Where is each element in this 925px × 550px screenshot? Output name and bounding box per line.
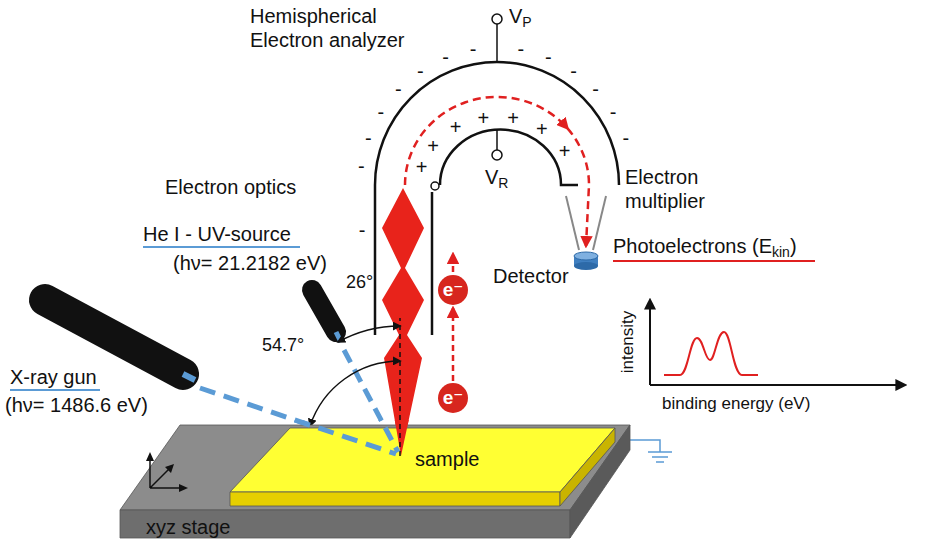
source-name: X-ray gun (10, 365, 97, 389)
charge-sign: - (517, 37, 524, 61)
voltage-label: VP (509, 4, 532, 30)
photon-energy: (hν= 21.2182 eV) (173, 251, 327, 275)
multiplier-cone (593, 196, 606, 250)
charge-sign: + (536, 117, 548, 141)
angle-value: 26° (346, 272, 373, 294)
axis-line (150, 458, 182, 488)
slab-face (230, 428, 615, 492)
underline (10, 389, 100, 391)
sample-shape (225, 426, 625, 516)
photon-energy: (hν= 1486.6 eV) (5, 393, 148, 417)
surface-normal (399, 318, 401, 456)
electron-path (568, 128, 590, 246)
vp-wire (496, 24, 498, 62)
x-axis (650, 384, 905, 386)
slab-face (560, 428, 615, 506)
electron-symbol: e⁻ (443, 387, 464, 409)
slab-face (230, 492, 560, 506)
axis-head (146, 452, 188, 492)
source-name: He I - UV-source (143, 222, 291, 246)
charge-sign: - (395, 77, 402, 101)
angle-arc (338, 326, 400, 342)
charge-sign: - (592, 77, 599, 101)
underline (613, 260, 815, 262)
x-ray-beam (225, 426, 396, 454)
charge-sign: - (470, 37, 477, 61)
charge-sign: - (442, 45, 449, 69)
voltage-label: VR (485, 165, 508, 191)
part-name: Electron optics (165, 175, 296, 199)
charge-sign: - (570, 59, 577, 83)
x-ray-gun (45, 300, 183, 374)
charge-sign: - (622, 126, 629, 150)
axis-title: intensity (618, 311, 638, 373)
xyz-axes (146, 452, 188, 492)
x-ray-nozzle (183, 374, 195, 380)
charge-sign: + (450, 115, 462, 139)
vr-wire (496, 130, 498, 150)
spectrum-peaks (664, 332, 758, 375)
ground-symbol (648, 452, 672, 462)
charge-sign: - (610, 100, 617, 124)
y-axis (649, 300, 651, 385)
vp-terminal (492, 14, 502, 24)
surface-normal (399, 426, 401, 456)
electron: e⁻ (438, 383, 468, 413)
instrument-name: Hemispherical Electron analyzer (250, 4, 425, 52)
charge-sign: - (377, 100, 384, 124)
part-label: sample (415, 448, 479, 471)
detector-disk (574, 252, 598, 260)
electron-trajectory (452, 308, 455, 381)
electron-beam-focus (382, 188, 424, 456)
charge-sign: - (358, 154, 365, 178)
uv-source (312, 290, 336, 332)
slab-face (120, 425, 630, 510)
detector-disk (574, 262, 598, 270)
angle-value: 54.7° (262, 335, 304, 357)
charge-sign: + (478, 106, 490, 130)
charge-sign: - (545, 45, 552, 69)
angle-arc (310, 361, 400, 426)
xyz-stage: xyz stage sample (110, 420, 640, 545)
charge-sign: - (365, 126, 372, 150)
charge-sign: + (559, 139, 571, 163)
axis-title: binding energy (eV) (662, 394, 810, 414)
vr-terminal (492, 150, 502, 160)
electron-trajectory (452, 254, 455, 272)
slab-face (120, 510, 570, 538)
electron-symbol: e⁻ (443, 279, 464, 301)
optics-column-wall (431, 192, 434, 335)
charge-sign: + (507, 106, 519, 130)
part-name: Electron multiplier (625, 165, 735, 213)
part-name: Detector (493, 264, 569, 288)
beam-overlay (225, 426, 424, 456)
sample-slab: sample (225, 426, 625, 516)
charge-sign: - (359, 218, 366, 242)
underline (143, 246, 300, 248)
electron: e⁻ (438, 275, 468, 305)
charge-sign: - (417, 59, 424, 83)
graph-title: Photoelectrons (Ekin) (613, 234, 797, 260)
terminal (431, 182, 439, 190)
charge-sign: + (427, 134, 439, 158)
part-label: xyz stage (146, 516, 230, 539)
multiplier-cone (566, 196, 579, 250)
charge-sign: + (416, 155, 428, 179)
